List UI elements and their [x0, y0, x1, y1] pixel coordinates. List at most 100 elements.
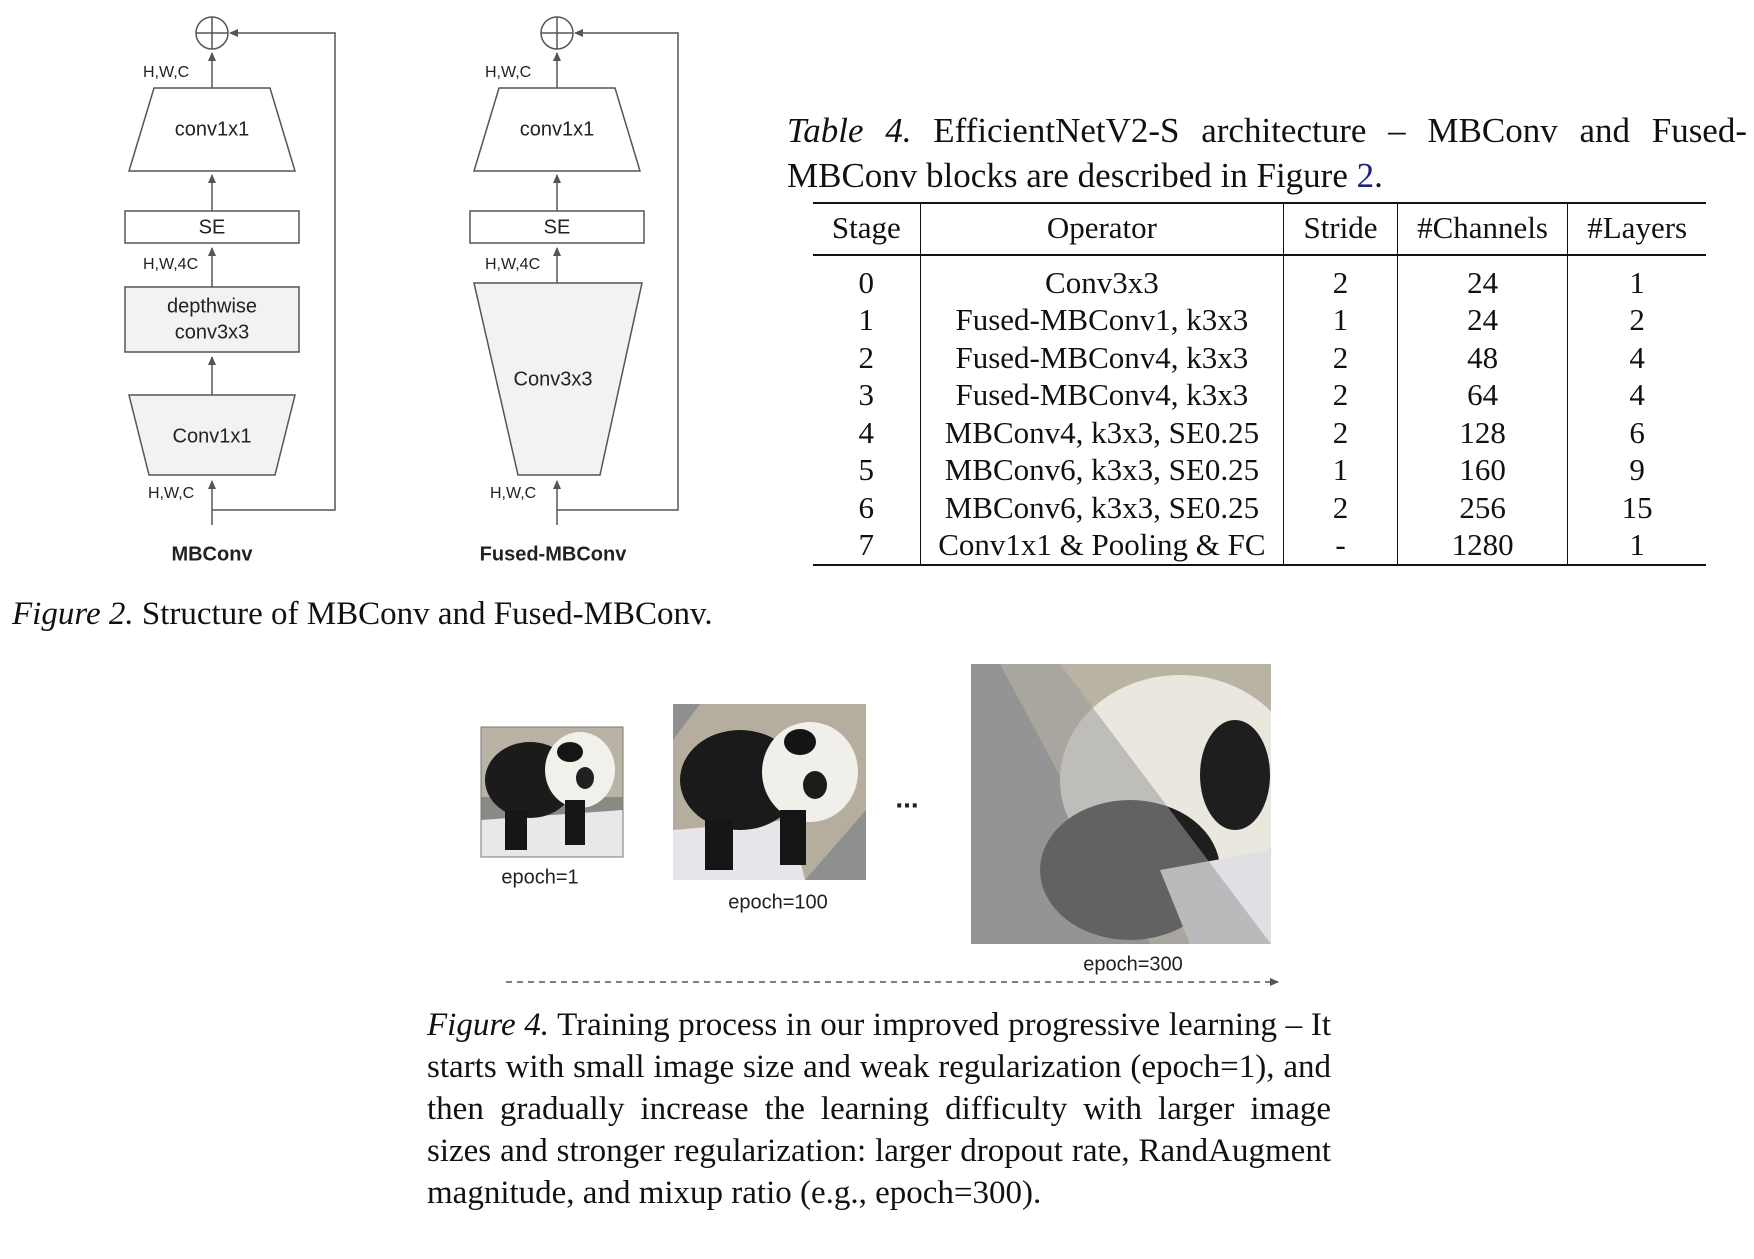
cell-channels: 256 — [1397, 489, 1569, 527]
cell-stride: 2 — [1283, 489, 1398, 527]
mbconv-title: MBConv — [171, 543, 253, 565]
architecture-table: Stage Operator Stride #Channels #Layers … — [813, 202, 1706, 566]
figure2-diagram: Conv1x1 depthwise conv3x3 H,W,4C SE conv… — [124, 16, 679, 565]
ellipsis-label: ... — [895, 782, 918, 813]
cell-operator: Fused-MBConv4, k3x3 — [920, 376, 1285, 414]
cell-operator: MBConv6, k3x3, SE0.25 — [920, 451, 1285, 489]
fused-expand-label: Conv3x3 — [514, 368, 593, 390]
cell-stage: 2 — [813, 339, 921, 377]
mbconv-skip-connection — [212, 29, 336, 511]
figure2-caption: Figure 2. Structure of MBConv and Fused-… — [12, 596, 713, 633]
cell-channels: 24 — [1397, 301, 1569, 339]
table-row: 3 Fused-MBConv4, k3x3 2 64 4 — [813, 376, 1706, 414]
figure4-caption: Figure 4. Training process in our improv… — [427, 1004, 1331, 1214]
fused-dim-mid: H,W,4C — [485, 256, 540, 273]
mbconv-se-label: SE — [199, 216, 226, 238]
figure4-illustration: epoch=1 epoch=100 ... epoch=300 — [480, 664, 1279, 986]
cell-layers: 1 — [1629, 527, 1645, 563]
cell-operator: Fused-MBConv4, k3x3 — [920, 339, 1285, 377]
table4-figure-ref-link[interactable]: 2 — [1356, 156, 1375, 195]
cell-stage: 3 — [813, 376, 921, 414]
table4-caption: Table 4. EfficientNetV2-S architecture –… — [787, 108, 1747, 198]
panda-image-epoch100 — [673, 704, 866, 880]
cell-stride: 2 — [1283, 376, 1398, 414]
cell-stage: 5 — [813, 451, 921, 489]
table-row: 2 Fused-MBConv4, k3x3 2 48 4 — [813, 339, 1706, 377]
fused-project-block — [472, 87, 642, 172]
cell-layers: 4 — [1629, 377, 1645, 413]
table4-caption-text: EfficientNetV2-S architecture – MBConv a… — [787, 111, 1748, 195]
header-stage: Stage — [813, 203, 921, 255]
cell-layers: 4 — [1629, 339, 1645, 375]
table4-caption-end: . — [1374, 156, 1383, 195]
cell-operator: Fused-MBConv1, k3x3 — [920, 301, 1285, 339]
mbconv-project-block — [127, 87, 297, 172]
mbconv-expand-block — [128, 394, 296, 476]
cell-layers: 1 — [1629, 264, 1645, 300]
mbconv-dim-mid: H,W,4C — [143, 256, 198, 273]
mbconv-dim-top: H,W,C — [143, 64, 189, 81]
fused-add-icon — [540, 16, 574, 50]
cell-layers: 2 — [1629, 302, 1645, 338]
cell-channels: 64 — [1397, 376, 1569, 414]
table-header-row: Stage Operator Stride #Channels #Layers — [813, 203, 1706, 255]
cell-stride: 2 — [1283, 414, 1398, 452]
fused-dim-top: H,W,C — [485, 64, 531, 81]
cell-stride: 2 — [1283, 339, 1398, 377]
fused-title: Fused-MBConv — [480, 543, 628, 565]
cell-stage: 7 — [813, 526, 921, 565]
fused-se-label: SE — [544, 216, 571, 238]
fused-mbconv-diagram: Conv3x3 H,W,4C SE conv1x1 H,W,C H,W,C Fu… — [469, 16, 679, 565]
table-row: 7 Conv1x1 & Pooling & FC - 1280 1 — [813, 526, 1706, 565]
cell-layers: 15 — [1621, 489, 1653, 525]
cell-channels: 1280 — [1397, 526, 1569, 565]
epoch1-label: epoch=1 — [501, 866, 578, 888]
cell-operator: Conv3x3 — [920, 255, 1285, 302]
cell-layers: 6 — [1629, 414, 1645, 450]
table-row: 0 Conv3x3 2 24 1 — [813, 255, 1706, 302]
figure4-caption-text: Training process in our improved progres… — [427, 1007, 1332, 1211]
table-row: 4 MBConv4, k3x3, SE0.25 2 128 6 — [813, 414, 1706, 452]
cell-layers: 9 — [1629, 452, 1645, 488]
mbconv-se-block — [124, 210, 300, 244]
cell-stage: 6 — [813, 489, 921, 527]
header-channels: #Channels — [1397, 203, 1569, 255]
mbconv-add-icon — [195, 16, 229, 50]
cell-operator: MBConv6, k3x3, SE0.25 — [920, 489, 1285, 527]
mbconv-project-label: conv1x1 — [175, 118, 250, 140]
cell-channels: 24 — [1397, 255, 1569, 302]
figure2-caption-label: Figure 2. — [12, 596, 134, 632]
cell-stage: 4 — [813, 414, 921, 452]
mbconv-expand-label: Conv1x1 — [173, 425, 252, 447]
cell-operator: MBConv4, k3x3, SE0.25 — [920, 414, 1285, 452]
cell-stride: - — [1283, 526, 1398, 565]
cell-channels: 128 — [1397, 414, 1569, 452]
panda-image-epoch300 — [971, 664, 1271, 944]
header-stride: Stride — [1283, 203, 1398, 255]
cell-channels: 160 — [1397, 451, 1569, 489]
header-operator: Operator — [920, 203, 1285, 255]
table-row: 5 MBConv6, k3x3, SE0.25 1 160 9 — [813, 451, 1706, 489]
mbconv-depthwise-block — [124, 286, 300, 353]
figure4-caption-label: Figure 4. — [427, 1007, 550, 1043]
cell-channels: 48 — [1397, 339, 1569, 377]
cell-stride: 1 — [1283, 451, 1398, 489]
table-row: 6 MBConv6, k3x3, SE0.25 2 256 15 — [813, 489, 1706, 527]
cell-stride: 2 — [1283, 255, 1398, 302]
cell-stride: 1 — [1283, 301, 1398, 339]
panda-image-epoch1 — [481, 727, 623, 857]
fused-se-block — [469, 210, 645, 244]
mbconv-dim-bottom: H,W,C — [148, 485, 194, 502]
cell-stage: 0 — [813, 255, 921, 302]
fused-skip-connection — [557, 29, 679, 511]
header-layers: #Layers — [1587, 210, 1688, 245]
table4-caption-label: Table 4. — [787, 111, 912, 150]
table-row: 1 Fused-MBConv1, k3x3 1 24 2 — [813, 301, 1706, 339]
mbconv-depthwise-label-2: conv3x3 — [175, 321, 250, 343]
figure2-caption-text: Structure of MBConv and Fused-MBConv. — [141, 596, 713, 632]
mbconv-diagram: Conv1x1 depthwise conv3x3 H,W,4C SE conv… — [124, 16, 336, 565]
fused-dim-bottom: H,W,C — [490, 485, 536, 502]
fused-expand-block — [473, 282, 643, 476]
cell-operator: Conv1x1 & Pooling & FC — [920, 526, 1285, 565]
mbconv-depthwise-label-1: depthwise — [167, 295, 257, 317]
